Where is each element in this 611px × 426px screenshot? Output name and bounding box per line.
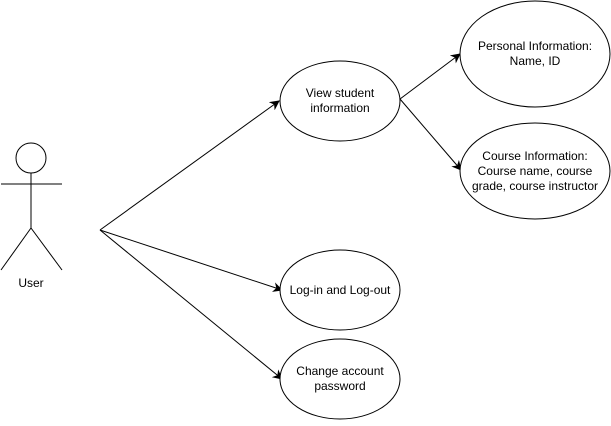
actor-head-icon [15, 142, 47, 174]
connector-view-info-to-course [399, 98, 462, 171]
use-case-personal-info-label: Personal Information: Name, ID [477, 39, 593, 68]
connector-user-to-view-info [99, 100, 280, 231]
use-case-course-info-ellipse[interactable] [459, 122, 611, 220]
connector-user-to-change-password [99, 229, 283, 380]
actor-user-label: User [18, 276, 44, 290]
use-case-view-info-label: View student information [305, 86, 375, 115]
use-case-change-password-ellipse[interactable] [279, 338, 401, 420]
use-case-login-label: Log-in and Log-out [289, 282, 391, 297]
connector-view-info-to-personal [399, 53, 461, 100]
actor-left-leg [0, 227, 32, 271]
connector-user-to-login [99, 229, 283, 292]
use-case-personal-info-ellipse[interactable] [459, 0, 611, 108]
use-case-view-info-ellipse[interactable] [279, 60, 401, 142]
use-case-login-ellipse[interactable] [279, 249, 401, 331]
use-case-change-password-label: Change account password [296, 364, 384, 393]
use-case-course-info-label: Course Information: Course name, course … [471, 148, 599, 193]
actor-right-leg [30, 227, 63, 271]
actor-user-figure [0, 142, 63, 271]
